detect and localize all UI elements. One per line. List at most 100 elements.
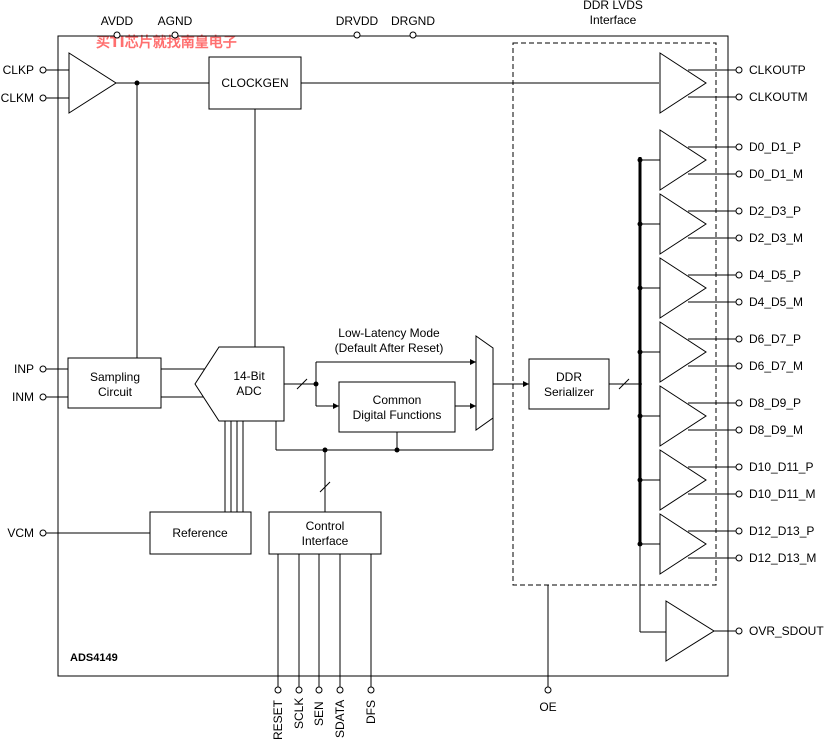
data-m-pin: [735, 298, 743, 306]
data-p-label: D0_D1_P: [749, 140, 801, 154]
data-output-buffer: [659, 321, 707, 383]
data-output-buffer: [659, 513, 707, 575]
part-number: ADS4149: [70, 652, 118, 664]
oe-pin: [544, 686, 552, 694]
oe-label: OE: [539, 700, 556, 714]
bus-junction-dot: [637, 221, 643, 227]
data-p-label: D12_D13_P: [749, 524, 814, 538]
control-interface-block: [268, 511, 382, 555]
data-p-pin: [735, 527, 743, 535]
data-p-pin: [735, 463, 743, 471]
drgnd-pin: [409, 31, 417, 39]
data-output-buffers: D0_D1_PD0_D1_MD2_D3_PD2_D3_MD4_D5_PD4_D5…: [637, 129, 816, 575]
data-m-pin: [735, 170, 743, 178]
clock-input-buffer: [68, 52, 117, 114]
clkoutp-pin: [735, 66, 743, 74]
inm-pin: [39, 393, 47, 401]
sampling-circuit-block: [67, 357, 162, 409]
sdata-label: SDATA: [333, 700, 347, 738]
data-p-pin: [735, 399, 743, 407]
bus-junction-dot: [637, 157, 643, 163]
data-p-label: D6_D7_P: [749, 332, 801, 346]
sampling-label-line1: Sampling: [90, 370, 140, 384]
clkoutm-pin: [735, 93, 743, 101]
bus-junction-dot: [637, 285, 643, 291]
sampling-label-line2: Circuit: [98, 385, 133, 399]
avdd-label: AVDD: [101, 14, 134, 28]
data-p-pin: [735, 207, 743, 215]
data-m-pin: [735, 362, 743, 370]
ddr-serializer-block: [528, 358, 610, 410]
sen-pin: [315, 686, 323, 694]
interface-title-line2: Interface: [590, 13, 637, 27]
agnd-pin: [171, 31, 179, 39]
data-p-label: D2_D3_P: [749, 204, 801, 218]
drgnd-label: DRGND: [391, 14, 435, 28]
dfs-label: DFS: [364, 700, 378, 724]
bus-junction-dot: [637, 413, 643, 419]
data-p-pin: [735, 271, 743, 279]
data-m-label: D0_D1_M: [749, 167, 803, 181]
control-label-line2: Interface: [302, 534, 349, 548]
clkoutm-label: CLKOUTM: [749, 90, 808, 104]
ovr-sdout-pin: [735, 627, 743, 635]
data-m-pin: [735, 490, 743, 498]
low-latency-line1: Low-Latency Mode: [338, 326, 440, 340]
clkoutp-label: CLKOUTP: [749, 63, 806, 77]
ovr-buffer: [665, 600, 715, 662]
clkout-buffer: [659, 52, 707, 114]
bus-junction-dot: [637, 541, 643, 547]
inp-pin: [39, 365, 47, 373]
sclk-pin: [295, 686, 303, 694]
sen-label: SEN: [312, 701, 326, 726]
sdata-pin: [336, 686, 344, 694]
ovr-sdout-label: OVR_SDOUT: [749, 624, 824, 638]
drvdd-pin: [353, 31, 361, 39]
common-digital-functions-block: [338, 381, 456, 433]
inp-label: INP: [14, 362, 34, 376]
vcm-label: VCM: [7, 526, 34, 540]
low-latency-line2: (Default After Reset): [335, 341, 444, 355]
data-output-buffer: [659, 449, 707, 511]
clockgen-label: CLOCKGEN: [221, 76, 288, 90]
chip-outline: [57, 35, 729, 677]
interface-title-line1: DDR LVDS: [583, 0, 643, 12]
reference-label: Reference: [172, 526, 228, 540]
clkm-label: CLKM: [1, 91, 34, 105]
reset-label: RESET: [271, 699, 285, 740]
analog-input-path: INP INM Sampling Circuit: [12, 357, 208, 409]
clkm-pin: [39, 94, 47, 102]
drvdd-label: DRVDD: [336, 14, 379, 28]
watermark-text: 买TI芯片就找南皇电子: [96, 34, 237, 51]
adc-block: [194, 346, 285, 422]
sclk-label: SCLK: [292, 698, 306, 729]
control-label-line1: Control: [306, 519, 345, 533]
data-m-label: D2_D3_M: [749, 231, 803, 245]
data-output-buffer: [659, 257, 707, 319]
inm-label: INM: [12, 390, 34, 404]
serializer-label-line2: Serializer: [544, 385, 594, 399]
clkp-pin: [39, 66, 47, 74]
data-m-pin: [735, 234, 743, 242]
bus-junction-dot: [637, 477, 643, 483]
dfs-pin: [367, 686, 375, 694]
mode-mux: [475, 335, 494, 431]
data-p-label: D8_D9_P: [749, 396, 801, 410]
data-p-label: D10_D11_P: [749, 460, 814, 474]
data-m-label: D10_D11_M: [749, 487, 815, 501]
data-m-label: D12_D13_M: [749, 551, 816, 565]
data-p-pin: [735, 143, 743, 151]
data-output-buffer: [659, 385, 707, 447]
clock-input-path: CLKP CLKM: [1, 52, 209, 358]
common-label-line2: Digital Functions: [353, 408, 442, 422]
adc-label-line1: 14-Bit: [233, 369, 265, 383]
data-output-buffer: [659, 129, 707, 191]
data-m-label: D8_D9_M: [749, 423, 803, 437]
data-p-pin: [735, 335, 743, 343]
data-m-pin: [735, 426, 743, 434]
adc-label-line2: ADC: [236, 384, 262, 398]
avdd-pin: [113, 31, 121, 39]
common-label-line1: Common: [373, 393, 422, 407]
data-output-buffer: [659, 193, 707, 255]
data-m-pin: [735, 554, 743, 562]
